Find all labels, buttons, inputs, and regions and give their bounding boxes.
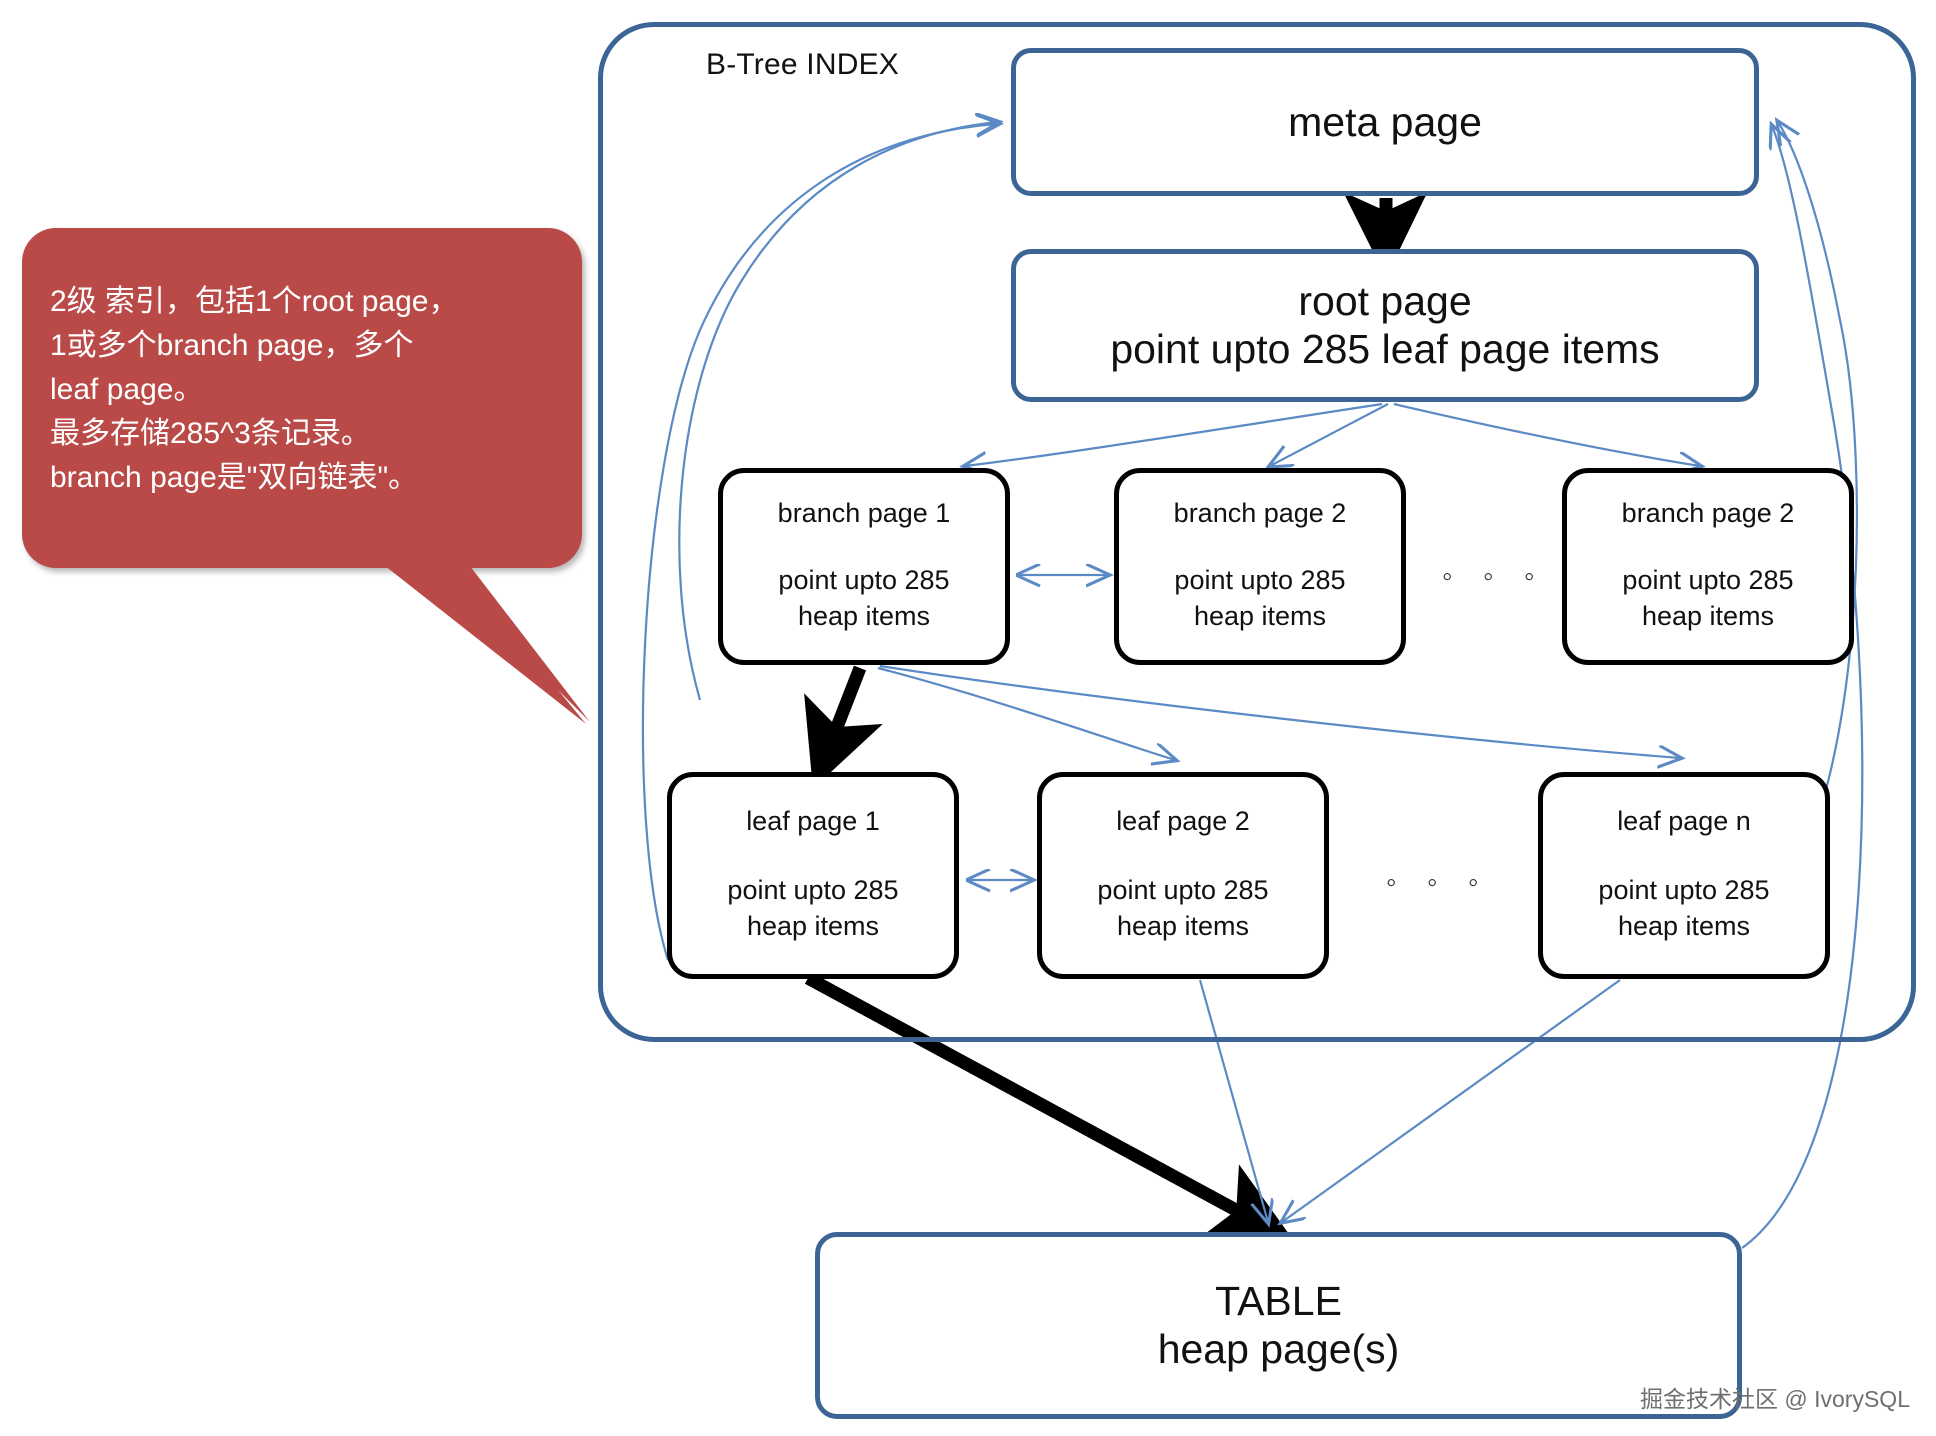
arrow-root-to-branch3	[1393, 402, 1700, 466]
branch-page-detail-line1: point upto 285	[778, 564, 950, 595]
leaf-page-detail-line1: point upto 285	[727, 874, 899, 905]
leaf-page-node[interactable]: leaf page n point upto 285 heap items	[1538, 772, 1830, 979]
leaf-page-detail-line1: point upto 285	[1097, 874, 1269, 905]
leaf-page-title: leaf page 2	[1116, 806, 1250, 837]
branch-page-detail-line1: point upto 285	[1174, 564, 1346, 595]
branch-page-node[interactable]: branch page 2 point upto 285 heap items	[1562, 468, 1854, 665]
leaf-row-ellipsis: ◦ ◦ ◦	[1386, 866, 1490, 899]
meta-page-node[interactable]: meta page	[1011, 48, 1759, 196]
leaf-page-node[interactable]: leaf page 1 point upto 285 heap items	[667, 772, 959, 979]
arrow-leafn-to-meta-right	[1778, 122, 1858, 901]
leaf-page-detail-line2: heap items	[1617, 911, 1751, 942]
arrow-branch1-to-leafn	[879, 664, 1680, 758]
branch-page-title: branch page 2	[1173, 498, 1347, 529]
arrow-root-to-branch2	[1270, 403, 1389, 466]
arrow-leafn-to-table	[1282, 979, 1621, 1222]
branch-page-detail-line2: heap items	[1193, 601, 1327, 632]
branch-page-node[interactable]: branch page 1 point upto 285 heap items	[718, 468, 1010, 665]
branch-page-node[interactable]: branch page 2 point upto 285 heap items	[1114, 468, 1406, 665]
table-heap-node[interactable]: TABLE heap page(s)	[815, 1232, 1742, 1419]
branch-page-title: branch page 2	[1621, 498, 1795, 529]
branch-page-detail-line2: heap items	[797, 601, 931, 632]
arrow-branch1-to-leaf1	[804, 665, 883, 789]
leaf-page-detail-line2: heap items	[1116, 911, 1250, 942]
callout-text: 2级 索引，包括1个root page， 1或多个branch page，多个 …	[50, 285, 459, 495]
branch-page-detail-line1: point upto 285	[1622, 564, 1794, 595]
leaf-page-title: leaf page 1	[746, 806, 880, 837]
watermark-text: 掘金技术社区 @ IvorySQL	[1640, 1386, 1910, 1412]
leaf-page-node[interactable]: leaf page 2 point upto 285 heap items	[1037, 772, 1329, 979]
arrow-root-to-branch1	[965, 402, 1383, 466]
branch-page-title: branch page 1	[777, 498, 951, 529]
arrow-leaf2-to-table	[1198, 979, 1268, 1222]
arrow-branch1-to-leaf2	[877, 666, 1175, 760]
root-page-node[interactable]: root page point upto 285 leaf page items	[1011, 249, 1759, 402]
root-page-detail: point upto 285 leaf page items	[1110, 326, 1660, 373]
callout-bubble	[22, 228, 582, 568]
meta-page-title: meta page	[1288, 98, 1482, 145]
table-title: TABLE	[1215, 1277, 1342, 1324]
leaf-page-detail-line2: heap items	[746, 911, 880, 942]
leaf-page-title: leaf page n	[1617, 806, 1751, 837]
branch-page-detail-line2: heap items	[1641, 601, 1775, 632]
root-page-title: root page	[1298, 277, 1472, 324]
btree-index-label: B-Tree INDEX	[706, 48, 899, 81]
arrow-leaf1-to-meta-left	[641, 124, 998, 961]
btree-index-container	[598, 22, 1916, 1042]
arrow-branch1-to-meta-left	[678, 122, 998, 701]
table-subtitle: heap page(s)	[1157, 1326, 1400, 1373]
leaf-page-detail-line1: point upto 285	[1598, 874, 1770, 905]
arrow-leaf1-to-table	[804, 972, 1295, 1242]
branch-row-ellipsis: ◦ ◦ ◦	[1442, 560, 1546, 593]
